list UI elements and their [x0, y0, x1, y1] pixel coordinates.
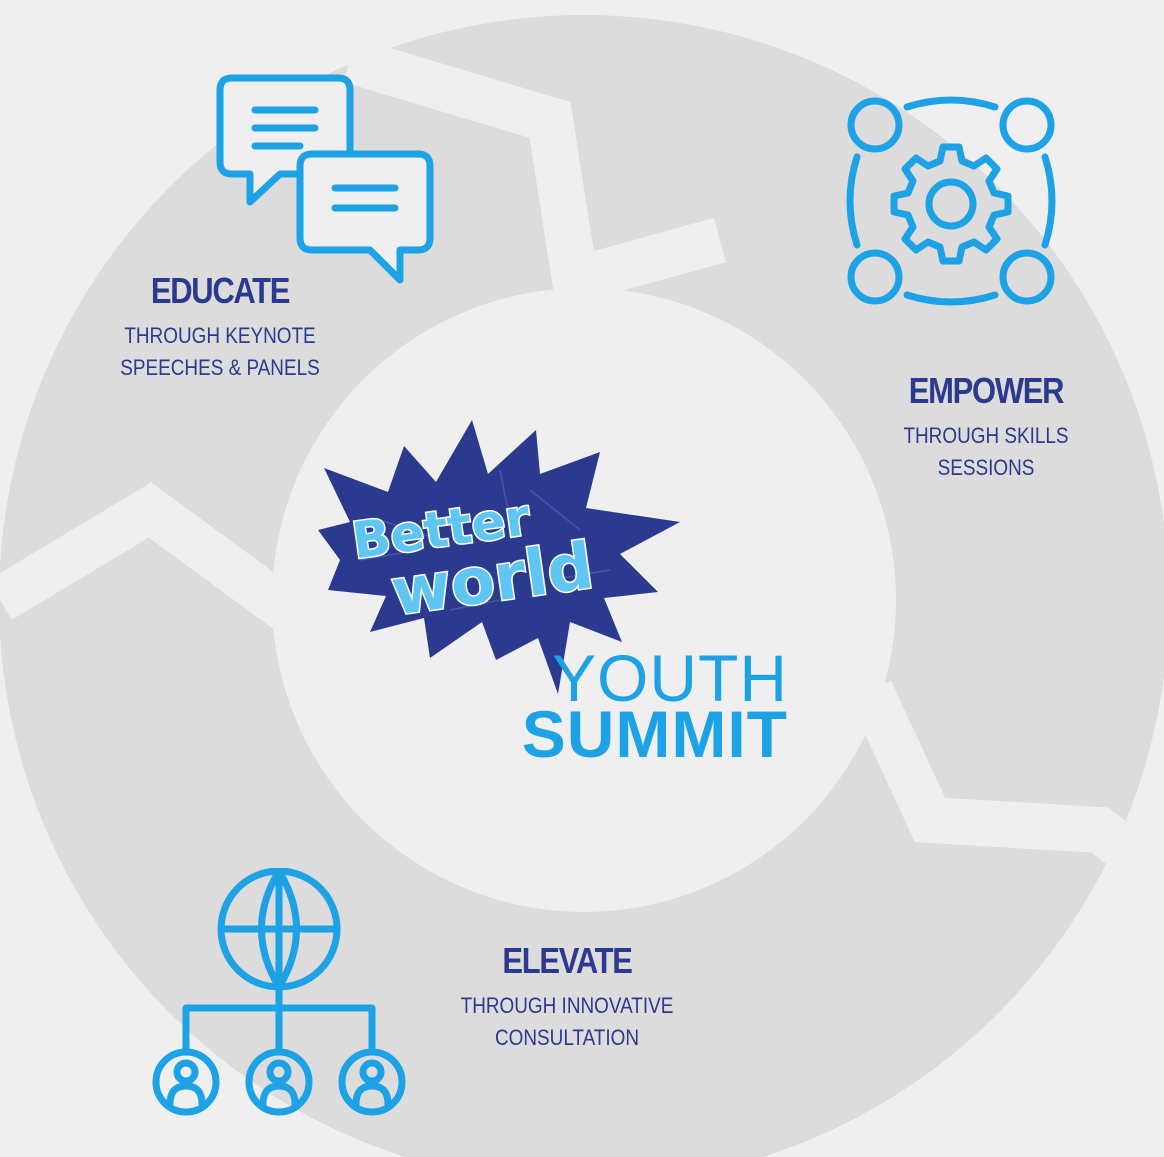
step-elevate: ELEVATE THROUGH INNOVATIVE CONSULTATION	[420, 940, 714, 1054]
youth-text: YOUTH	[552, 641, 788, 715]
speech-burst-shape	[318, 420, 680, 694]
better-world-logo: Better world	[318, 420, 680, 694]
step-title: ELEVATE	[502, 940, 632, 981]
step-description-line: CONSULTATION	[494, 1025, 639, 1050]
step-empower: EMPOWER THROUGH SKILLS SESSIONS	[846, 370, 1126, 484]
chat-bubbles-icon	[216, 74, 434, 284]
gear-network-icon	[846, 96, 1056, 306]
step-title: EMPOWER	[908, 370, 1065, 411]
youth-summit-text: YOUTH SUMMIT	[500, 641, 788, 771]
step-description-line: THROUGH KEYNOTE	[124, 323, 316, 348]
step-educate: EDUCATE THROUGH KEYNOTE SPEECHES & PANEL…	[80, 270, 360, 384]
step-description-line: THROUGH SKILLS	[903, 423, 1069, 448]
summit-text: SUMMIT	[521, 697, 788, 771]
step-description-line: THROUGH INNOVATIVE	[460, 993, 674, 1018]
step-description-line: SESSIONS	[937, 455, 1035, 480]
step-title: EDUCATE	[150, 270, 291, 311]
globe-hierarchy-icon	[152, 868, 406, 1116]
step-description-line: SPEECHES & PANELS	[120, 355, 320, 380]
